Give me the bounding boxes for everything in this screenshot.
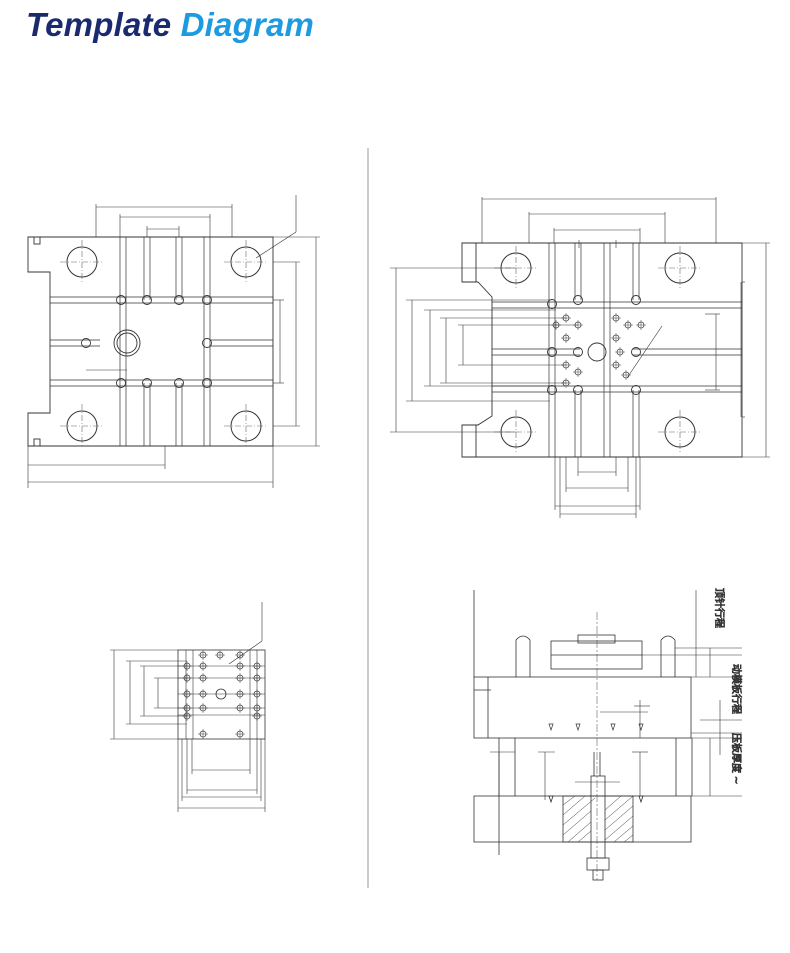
label-moving-plate-stroke: 动模板行程 bbox=[730, 664, 743, 714]
title-word-template: Template bbox=[26, 6, 172, 43]
page-title: Template Diagram bbox=[26, 6, 314, 44]
label-clamp-plate-thickness: 压板厚度 bbox=[730, 733, 743, 773]
label-ejector-stroke: 顶针行程 bbox=[713, 588, 726, 628]
label-tilde: ~ bbox=[730, 776, 741, 784]
plate-plan-view-left bbox=[27, 195, 320, 488]
mold-section-view: 顶针行程 动模板行程 压板厚度 ~ bbox=[473, 588, 743, 881]
plate-plan-view-right bbox=[390, 197, 770, 518]
title-word-diagram: Diagram bbox=[180, 6, 315, 43]
small-plate-plan-view bbox=[110, 602, 266, 812]
